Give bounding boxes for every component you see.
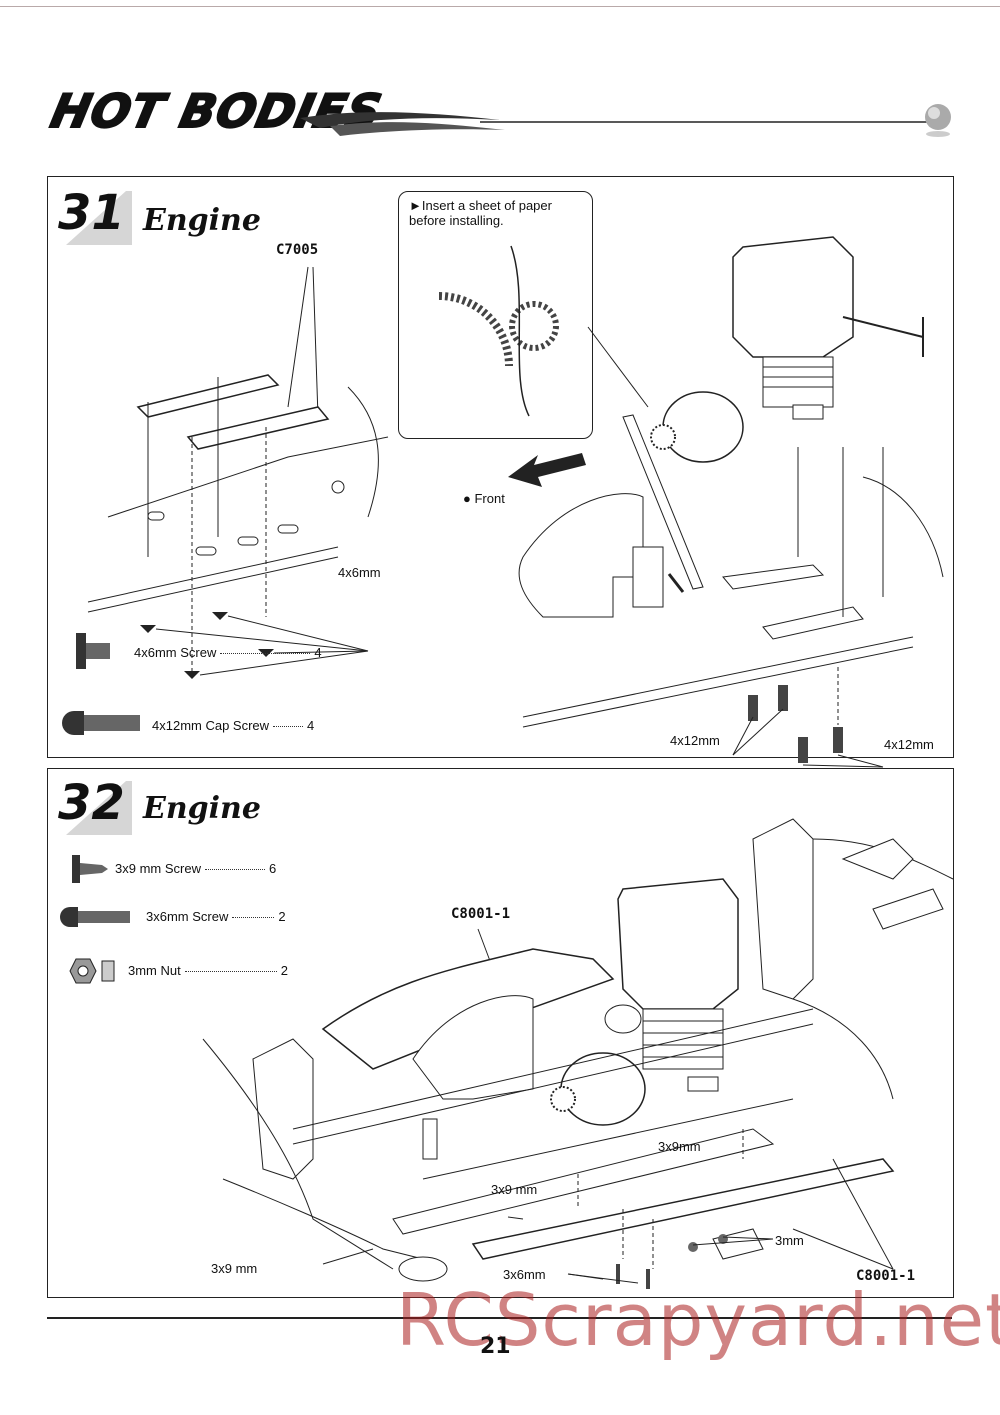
gear-mesh-illustration bbox=[438, 245, 559, 417]
bullet-icon: ● bbox=[463, 491, 475, 506]
chassis-assembly-diagram bbox=[202, 818, 954, 1289]
part-qty: 2 bbox=[280, 963, 288, 978]
parts-row-4x12-cap-screw: 4x12mm Cap Screw 4 bbox=[152, 718, 314, 733]
step-number-badge-bg bbox=[66, 191, 132, 245]
parts-row-3mm-nut: 3mm Nut 2 bbox=[128, 963, 288, 978]
part-name: 4x12mm Cap Screw bbox=[152, 718, 270, 733]
button-screw-icon bbox=[60, 907, 130, 927]
leader-dots bbox=[232, 917, 275, 919]
header: HOT BODIES bbox=[0, 0, 1000, 150]
cap-screw-icon bbox=[62, 711, 140, 735]
step-title: Engine bbox=[143, 203, 261, 238]
screw-4x6-label: 4x6mm bbox=[338, 565, 381, 580]
part-qty: 2 bbox=[278, 909, 286, 924]
top-rule bbox=[0, 6, 1000, 7]
callout-leader bbox=[587, 326, 649, 408]
mount-plate-diagram bbox=[87, 266, 389, 679]
note-label: Insert a sheet of paper before installin… bbox=[409, 198, 552, 228]
part-code-c7005: C7005 bbox=[276, 242, 319, 258]
engine-assembly-diagram bbox=[518, 236, 944, 768]
note-arrow-icon: ► bbox=[409, 198, 422, 213]
step-32-panel: 32 Engine 3x9 mm Screw 6 3x6mm Screw 2 3mm… bbox=[47, 768, 954, 1298]
page-number: 21 bbox=[480, 1334, 511, 1359]
countersunk-screw-icon bbox=[76, 633, 110, 669]
part-qty: 4 bbox=[307, 718, 315, 733]
front-direction-arrow bbox=[508, 453, 586, 487]
logo-flame-swoosh bbox=[300, 104, 951, 137]
front-text: Front bbox=[474, 491, 505, 506]
screw-3x9-label-mid: 3x9 mm bbox=[491, 1182, 538, 1197]
footer-rule bbox=[47, 1317, 952, 1319]
parts-row-4x6-screw: 4x6mm Screw 4 bbox=[134, 645, 322, 660]
step-31-panel: 31 Engine C7005 4x6mm 4x6mm Scr bbox=[47, 176, 954, 768]
step-number: 32 bbox=[58, 775, 125, 831]
screw-3x9-label-right: 3x9mm bbox=[658, 1139, 701, 1154]
part-qty: 6 bbox=[268, 861, 277, 876]
cap-screw-4x12-label-right: 4x12mm bbox=[884, 737, 934, 752]
screw-3x9-label-left: 3x9 mm bbox=[211, 1261, 258, 1276]
note-callout: ►Insert a sheet of paper before installi… bbox=[398, 191, 593, 439]
self-tapping-screw-icon bbox=[72, 855, 108, 883]
screw-3x6-label: 3x6mm bbox=[503, 1267, 546, 1282]
parts-row-3x9-screw: 3x9 mm Screw 6 bbox=[115, 861, 276, 876]
leader-dots bbox=[220, 653, 311, 655]
leader-dots bbox=[204, 869, 265, 871]
nut-3mm-label: 3mm bbox=[775, 1233, 804, 1248]
part-code-c8001-1-top: C8001-1 bbox=[451, 906, 511, 922]
note-text: ►Insert a sheet of paper before installi… bbox=[409, 198, 589, 228]
part-qty: 4 bbox=[314, 645, 322, 660]
step-number-badge-bg bbox=[66, 781, 132, 835]
leader-dots bbox=[273, 726, 304, 728]
parts-row-3x6-screw: 3x6mm Screw 2 bbox=[146, 909, 286, 924]
part-name: 3x9 mm Screw bbox=[115, 861, 201, 876]
front-label: ● Front bbox=[463, 491, 505, 506]
nut-icon bbox=[69, 958, 115, 984]
part-name: 3mm Nut bbox=[128, 963, 181, 978]
part-code-c8001-1-bottom: C8001-1 bbox=[856, 1268, 916, 1284]
step-title: Engine bbox=[143, 791, 261, 826]
part-name: 3x6mm Screw bbox=[146, 909, 229, 924]
leader-dots bbox=[184, 971, 277, 973]
step-number: 31 bbox=[58, 185, 125, 241]
part-name: 4x6mm Screw bbox=[134, 645, 217, 660]
cap-screw-4x12-label-left: 4x12mm bbox=[670, 733, 720, 748]
watermark: RCScrapyard.net bbox=[396, 1278, 1000, 1362]
